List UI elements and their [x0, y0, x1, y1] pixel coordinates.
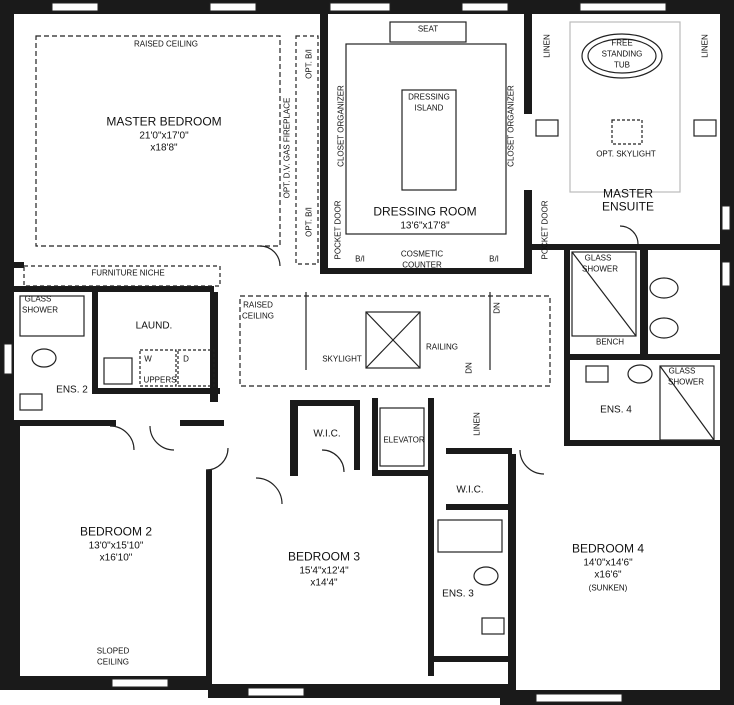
- dn1-label: DN: [492, 302, 502, 314]
- glass-shower-ens4-line2: SHOWER: [668, 377, 704, 387]
- bedroom2-name: BEDROOM 2: [79, 524, 153, 539]
- elevator-label: ELEVATOR: [383, 435, 425, 445]
- railing-label: RAILING: [425, 342, 459, 352]
- seat-label: SEAT: [417, 24, 439, 34]
- glass-shower-master-line1: GLASS: [584, 253, 612, 263]
- ens2-label: ENS. 2: [56, 384, 88, 396]
- master-ensuite-line1: MASTER: [602, 186, 654, 201]
- bedroom2-dim2: x16'10": [99, 552, 133, 564]
- bedroom2-dim1: 13'0"x15'10": [88, 540, 144, 552]
- closet-organizer-right: CLOSET ORGANIZER: [506, 85, 516, 167]
- bi-right-label: B/I: [489, 254, 499, 264]
- uppers-label: UPPERS: [143, 375, 177, 385]
- bedroom4-dim2: x16'6": [594, 569, 622, 581]
- glass-shower-master-line2: SHOWER: [582, 264, 618, 274]
- bedroom3-dim1: 15'4"x12'4": [299, 565, 349, 577]
- linen-ensuite-left: LINEN: [542, 34, 552, 58]
- dressing-island-line1: DRESSING: [408, 92, 450, 102]
- glass-shower-ens2-line2: SHOWER: [22, 305, 58, 315]
- bench-label: BENCH: [595, 337, 625, 347]
- bi-left-label: B/I: [355, 254, 365, 264]
- sloped-ceiling-line2: CEILING: [96, 657, 130, 667]
- glass-shower-ens2-line1: GLASS: [24, 294, 52, 304]
- pocket-door-right: POCKET DOOR: [540, 200, 550, 260]
- washer-label: W: [144, 354, 152, 364]
- sloped-ceiling-line1: SLOPED: [96, 646, 130, 656]
- bedroom3-dim2: x14'4": [310, 577, 338, 589]
- opt-bi-top-label: OPT. B/I: [304, 49, 314, 79]
- skylight-label: SKYLIGHT: [322, 354, 362, 364]
- tub-line2: STANDING: [601, 49, 643, 59]
- cosmetic-counter-line2: COUNTER: [402, 260, 442, 270]
- ens3-label: ENS. 3: [442, 588, 474, 600]
- bedroom4-note: (SUNKEN): [588, 583, 628, 593]
- raised-ceiling-hall-line2: CEILING: [241, 311, 275, 321]
- glass-shower-ens4-line1: GLASS: [668, 366, 696, 376]
- laund-label: LAUND.: [135, 320, 173, 332]
- linen-ensuite-right: LINEN: [700, 34, 710, 58]
- dryer-label: D: [183, 354, 189, 364]
- raised-ceiling-master-label: RAISED CEILING: [133, 39, 199, 49]
- cosmetic-counter-line1: COSMETIC: [400, 249, 444, 259]
- windows: [3, 2, 731, 703]
- bedroom4-name: BEDROOM 4: [571, 541, 645, 556]
- tub-line3: TUB: [614, 60, 630, 70]
- ens4-label: ENS. 4: [600, 404, 632, 416]
- opt-bi-bottom-label: OPT. B/I: [304, 207, 314, 237]
- dressing-room-dim: 13'6"x17'8": [400, 220, 450, 232]
- master-bedroom-name: MASTER BEDROOM: [106, 114, 222, 129]
- fireplace-label: OPT. D.V. GAS FIREPLACE: [282, 97, 292, 199]
- furniture-niche-label: FURNITURE NICHE: [91, 268, 165, 278]
- linen-hall-label: LINEN: [472, 412, 482, 436]
- dressing-island-line2: ISLAND: [414, 103, 444, 113]
- closet-organizer-left: CLOSET ORGANIZER: [336, 85, 346, 167]
- wic-right-label: W.I.C.: [456, 484, 484, 496]
- pocket-door-left: POCKET DOOR: [333, 200, 343, 260]
- opt-skylight-label: OPT. SKYLIGHT: [596, 149, 656, 159]
- master-ensuite-line2: ENSUITE: [601, 199, 655, 214]
- tub-line1: FREE: [611, 38, 633, 48]
- bedroom4-dim1: 14'0"x14'6": [583, 557, 633, 569]
- master-bedroom-dim2: x18'8": [150, 142, 178, 154]
- dressing-room-name: DRESSING ROOM: [373, 204, 477, 219]
- bedroom3-name: BEDROOM 3: [287, 549, 361, 564]
- wic-left-label: W.I.C.: [313, 428, 341, 440]
- raised-ceiling-hall-line1: RAISED: [243, 300, 273, 310]
- dn2-label: DN: [464, 362, 474, 374]
- fixtures: [19, 21, 717, 635]
- master-bedroom-dim1: 21'0"x17'0": [139, 130, 189, 142]
